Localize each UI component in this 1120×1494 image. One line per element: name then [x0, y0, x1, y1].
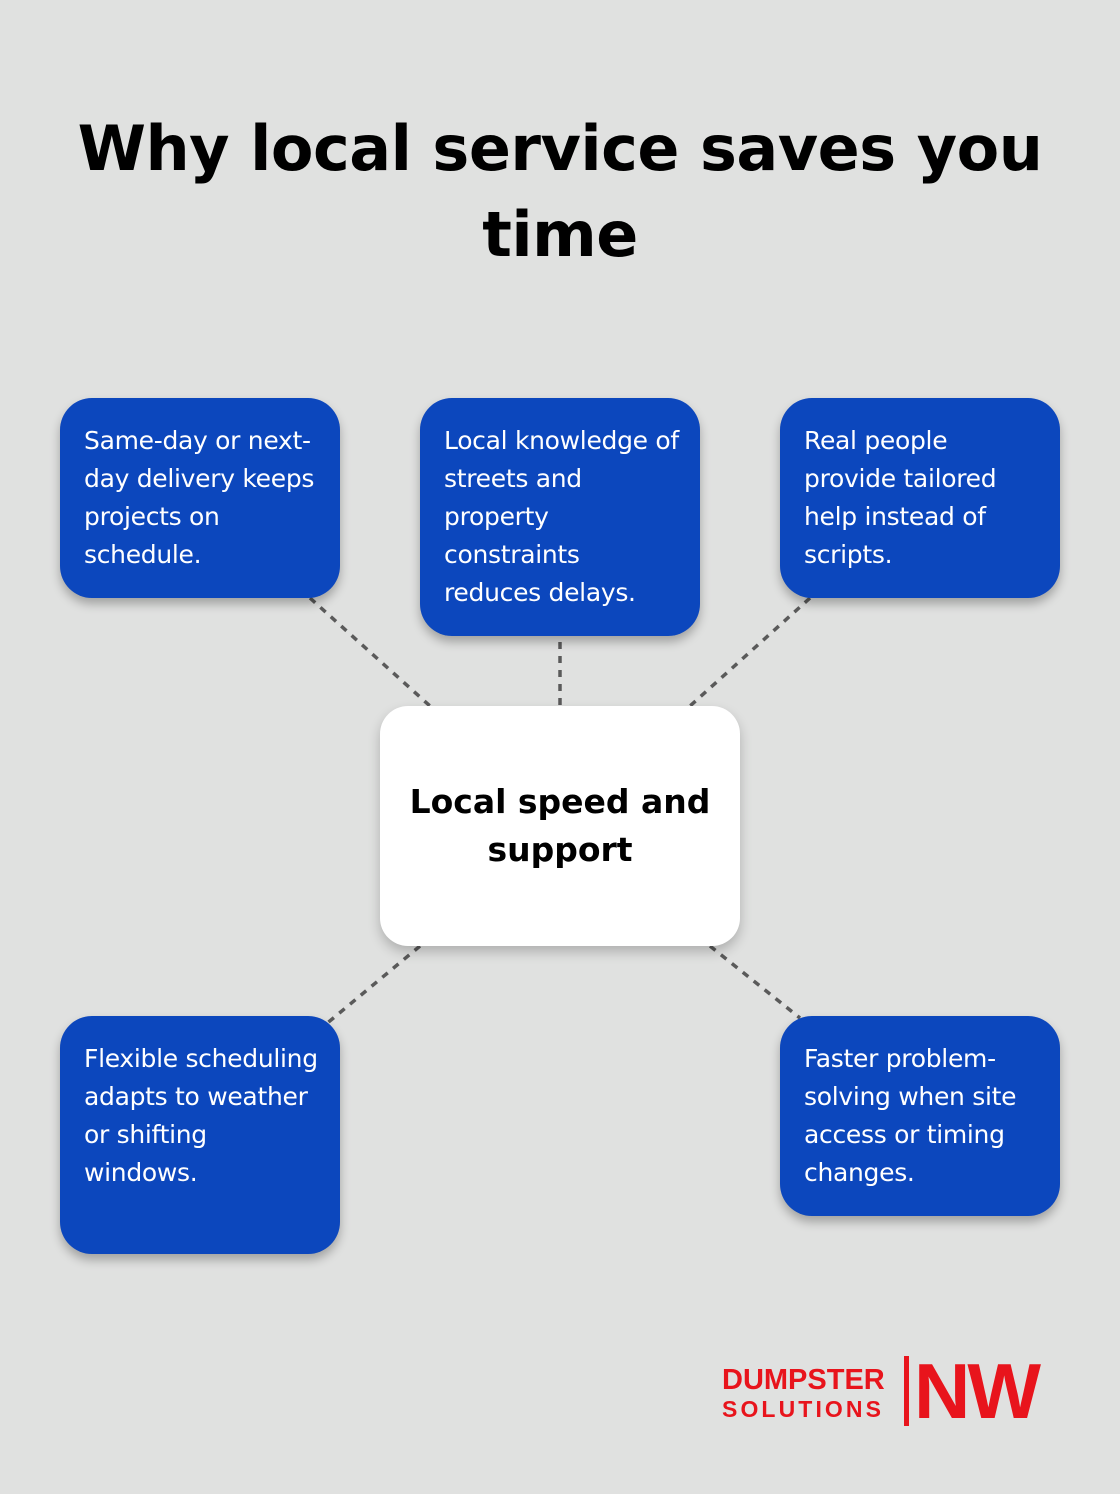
benefit-box-local-knowledge: Local knowledge of streets and property …: [420, 398, 700, 636]
connector-bottom-right: [708, 944, 802, 1020]
benefit-box-real-people: Real people provide tailored help instea…: [780, 398, 1060, 598]
connector-bottom-left: [323, 944, 422, 1027]
connector-top-left: [308, 596, 432, 708]
logo-mark-nw: NW: [914, 1347, 1041, 1435]
benefit-box-same-day-delivery: Same-day or next-day delivery keeps proj…: [60, 398, 340, 598]
benefit-box-flexible-scheduling: Flexible scheduling adapts to weather or…: [60, 1016, 340, 1254]
page-title: Why local service saves you time: [77, 112, 1043, 271]
logo-divider: [904, 1356, 909, 1426]
center-node: Local speed and support: [380, 706, 740, 946]
benefit-box-faster-problem-solving: Faster problem-solving when site access …: [780, 1016, 1060, 1216]
connector-top-right: [688, 596, 812, 708]
company-logo: DUMPSTER SOLUTIONS NW: [722, 1348, 1062, 1434]
logo-line-dumpster: DUMPSTER: [722, 1364, 885, 1396]
logo-line-solutions: SOLUTIONS: [722, 1396, 885, 1422]
